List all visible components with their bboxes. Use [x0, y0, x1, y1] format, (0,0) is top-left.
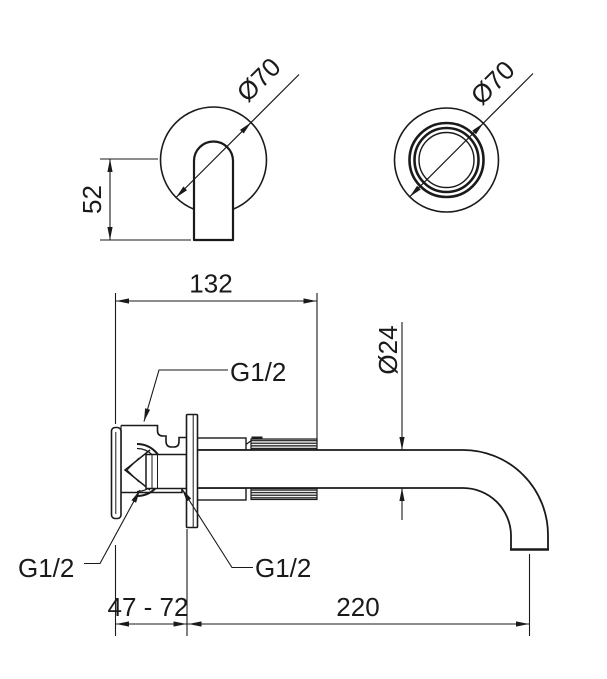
arrowhead [240, 122, 251, 134]
dim-rosette-diameter [409, 73, 534, 198]
thread-tab [251, 436, 263, 440]
label-rosette-diameter: Ø70 [465, 55, 521, 111]
label-handle-height: 52 [77, 185, 107, 214]
inlet-cone-inner [126, 457, 140, 483]
arrowhead [116, 298, 129, 304]
spout-tube-outline [196, 449, 549, 551]
arrowhead [131, 490, 140, 503]
dim-wall-depth [114, 529, 188, 636]
spout-tube [196, 449, 549, 551]
arrowhead [176, 186, 187, 198]
arrowhead [399, 437, 405, 450]
label-wall-depth: 47 - 72 [108, 592, 189, 622]
leader-top-thread [143, 369, 228, 422]
arrowhead [144, 408, 151, 422]
label-body-width: 132 [189, 269, 232, 299]
arrowhead [303, 298, 317, 304]
dim-spout-reach [187, 554, 531, 636]
arrowhead [182, 489, 192, 502]
dim-handle-diameter [175, 74, 300, 198]
dim-handle-height [100, 158, 191, 241]
view-spout-front: Ø70 [393, 55, 534, 213]
spout-ring-inner [418, 131, 475, 189]
union-collar-top [196, 437, 247, 451]
label-mid-thread: G1/2 [255, 553, 311, 583]
arrowhead [472, 123, 484, 135]
spout-ring-mid [413, 126, 480, 194]
label-spout-reach: 220 [336, 592, 379, 622]
label-top-thread: G1/2 [230, 357, 286, 387]
arrowhead [173, 621, 187, 627]
body-top-outline [121, 424, 187, 448]
arrowhead [107, 227, 113, 240]
arrowhead [516, 621, 529, 627]
arrowhead [409, 185, 421, 197]
side-view-dimensions: 132 Ø24 G1/2 G1/2 G1/2 [18, 269, 531, 636]
label-spout-diameter: Ø24 [373, 325, 403, 374]
thread-top [250, 438, 318, 451]
dim-body-width [114, 293, 318, 442]
view-handle-front: Ø70 52 [77, 52, 300, 242]
dim-spout-diameter [399, 322, 405, 520]
thread-bottom [250, 487, 318, 501]
leader-mid-thread [181, 488, 253, 569]
label-left-thread: G1/2 [18, 553, 74, 583]
wall-flange [110, 426, 122, 520]
union-collar-bottom [196, 487, 247, 501]
arrowhead [116, 621, 129, 627]
arrowhead [399, 488, 405, 501]
inlet-cone-outer [123, 449, 151, 491]
handle-lever-outline [192, 140, 235, 242]
spout-ring-outer [408, 121, 485, 199]
arrowhead [107, 159, 113, 172]
label-handle-diameter: Ø70 [231, 52, 287, 108]
leader-left-thread [84, 489, 141, 565]
outlet-connector [145, 453, 188, 490]
arrowhead [188, 621, 202, 627]
